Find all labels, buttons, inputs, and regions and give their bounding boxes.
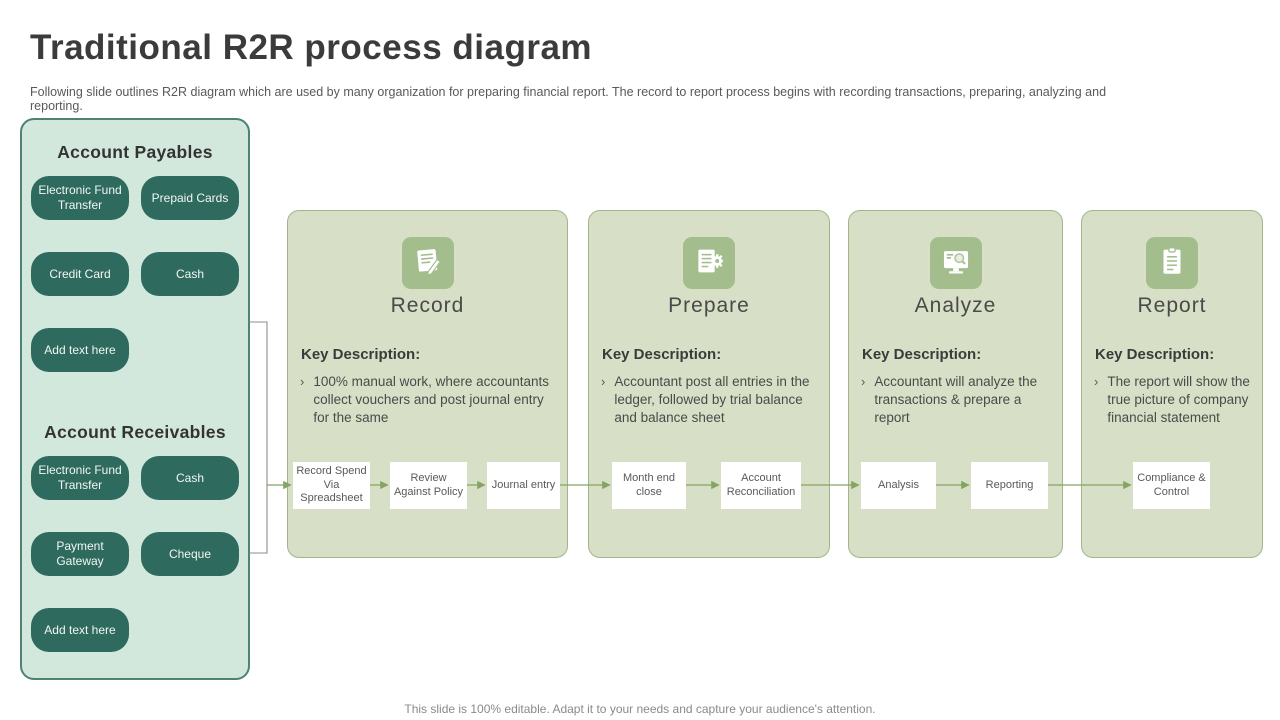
key-description-label: Key Description: bbox=[602, 346, 722, 363]
column-description: › 100% manual work, where accountants co… bbox=[300, 373, 555, 426]
analyze-icon-tile bbox=[929, 237, 982, 289]
slide-footer-note: This slide is 100% editable. Adapt it to… bbox=[404, 702, 876, 716]
prepare-icon-tile bbox=[683, 237, 735, 289]
receivables-pill: Cheque bbox=[141, 532, 239, 576]
key-description-label: Key Description: bbox=[862, 346, 982, 363]
receivables-pill-grid: Electronic Fund Transfer Cash Payment Ga… bbox=[31, 456, 239, 652]
clipboard-icon bbox=[1155, 244, 1189, 283]
description-text: Accountant post all entries in the ledge… bbox=[614, 374, 810, 425]
bullet-marker: › bbox=[601, 374, 606, 389]
step-box: Compliance & Control bbox=[1133, 462, 1210, 509]
receivables-pill: Cash bbox=[141, 456, 239, 500]
column-description: › Accountant will analyze the transactio… bbox=[861, 373, 1050, 426]
description-text: Accountant will analyze the transactions… bbox=[874, 374, 1038, 425]
receivables-pill: Electronic Fund Transfer bbox=[31, 456, 129, 500]
account-payables-heading: Account Payables bbox=[57, 142, 213, 162]
column-title: Record bbox=[390, 294, 465, 317]
description-text: 100% manual work, where accountants coll… bbox=[313, 374, 549, 425]
column-description: › Accountant post all entries in the led… bbox=[601, 373, 817, 426]
column-title: Report bbox=[1137, 294, 1207, 317]
description-text: The report will show the true picture of… bbox=[1107, 374, 1250, 425]
record-icon-tile bbox=[401, 237, 454, 289]
key-description-label: Key Description: bbox=[301, 346, 421, 363]
bullet-marker: › bbox=[1094, 374, 1099, 389]
document-gear-icon bbox=[692, 244, 726, 283]
payables-add-text-placeholder: Add text here bbox=[31, 328, 129, 372]
bullet-marker: › bbox=[861, 374, 866, 389]
payables-pill: Electronic Fund Transfer bbox=[31, 176, 129, 220]
bullet-marker: › bbox=[300, 374, 305, 389]
receivables-add-text-placeholder: Add text here bbox=[31, 608, 129, 652]
slide-subtitle: Following slide outlines R2R diagram whi… bbox=[30, 85, 1107, 113]
page-title: Traditional R2R process diagram bbox=[30, 28, 593, 67]
payables-pill-grid: Electronic Fund Transfer Prepaid Cards C… bbox=[31, 176, 239, 372]
step-box: Account Reconciliation bbox=[721, 462, 801, 509]
accounts-panel: Account Payables Electronic Fund Transfe… bbox=[20, 118, 250, 680]
column-title: Prepare bbox=[668, 294, 750, 317]
step-box: Review Against Policy bbox=[390, 462, 467, 509]
column-description: › The report will show the true picture … bbox=[1094, 373, 1250, 426]
empty-cell bbox=[141, 328, 239, 372]
payables-pill: Credit Card bbox=[31, 252, 129, 296]
report-icon-tile bbox=[1146, 237, 1198, 289]
receivables-pill: Payment Gateway bbox=[31, 532, 129, 576]
step-box: Month end close bbox=[612, 462, 686, 509]
step-box: Record Spend Via Spreadsheet bbox=[293, 462, 370, 509]
step-box: Journal entry bbox=[487, 462, 560, 509]
payables-pill: Prepaid Cards bbox=[141, 176, 239, 220]
step-box: Reporting bbox=[971, 462, 1048, 509]
account-receivables-heading: Account Receivables bbox=[44, 422, 226, 442]
process-column-report: Report Key Description: › The report wil… bbox=[1081, 210, 1263, 558]
step-box: Analysis bbox=[861, 462, 936, 509]
monitor-search-icon bbox=[939, 244, 973, 283]
empty-cell bbox=[141, 608, 239, 652]
note-pencil-icon bbox=[411, 244, 445, 283]
payables-pill: Cash bbox=[141, 252, 239, 296]
key-description-label: Key Description: bbox=[1095, 346, 1215, 363]
column-title: Analyze bbox=[914, 294, 997, 317]
